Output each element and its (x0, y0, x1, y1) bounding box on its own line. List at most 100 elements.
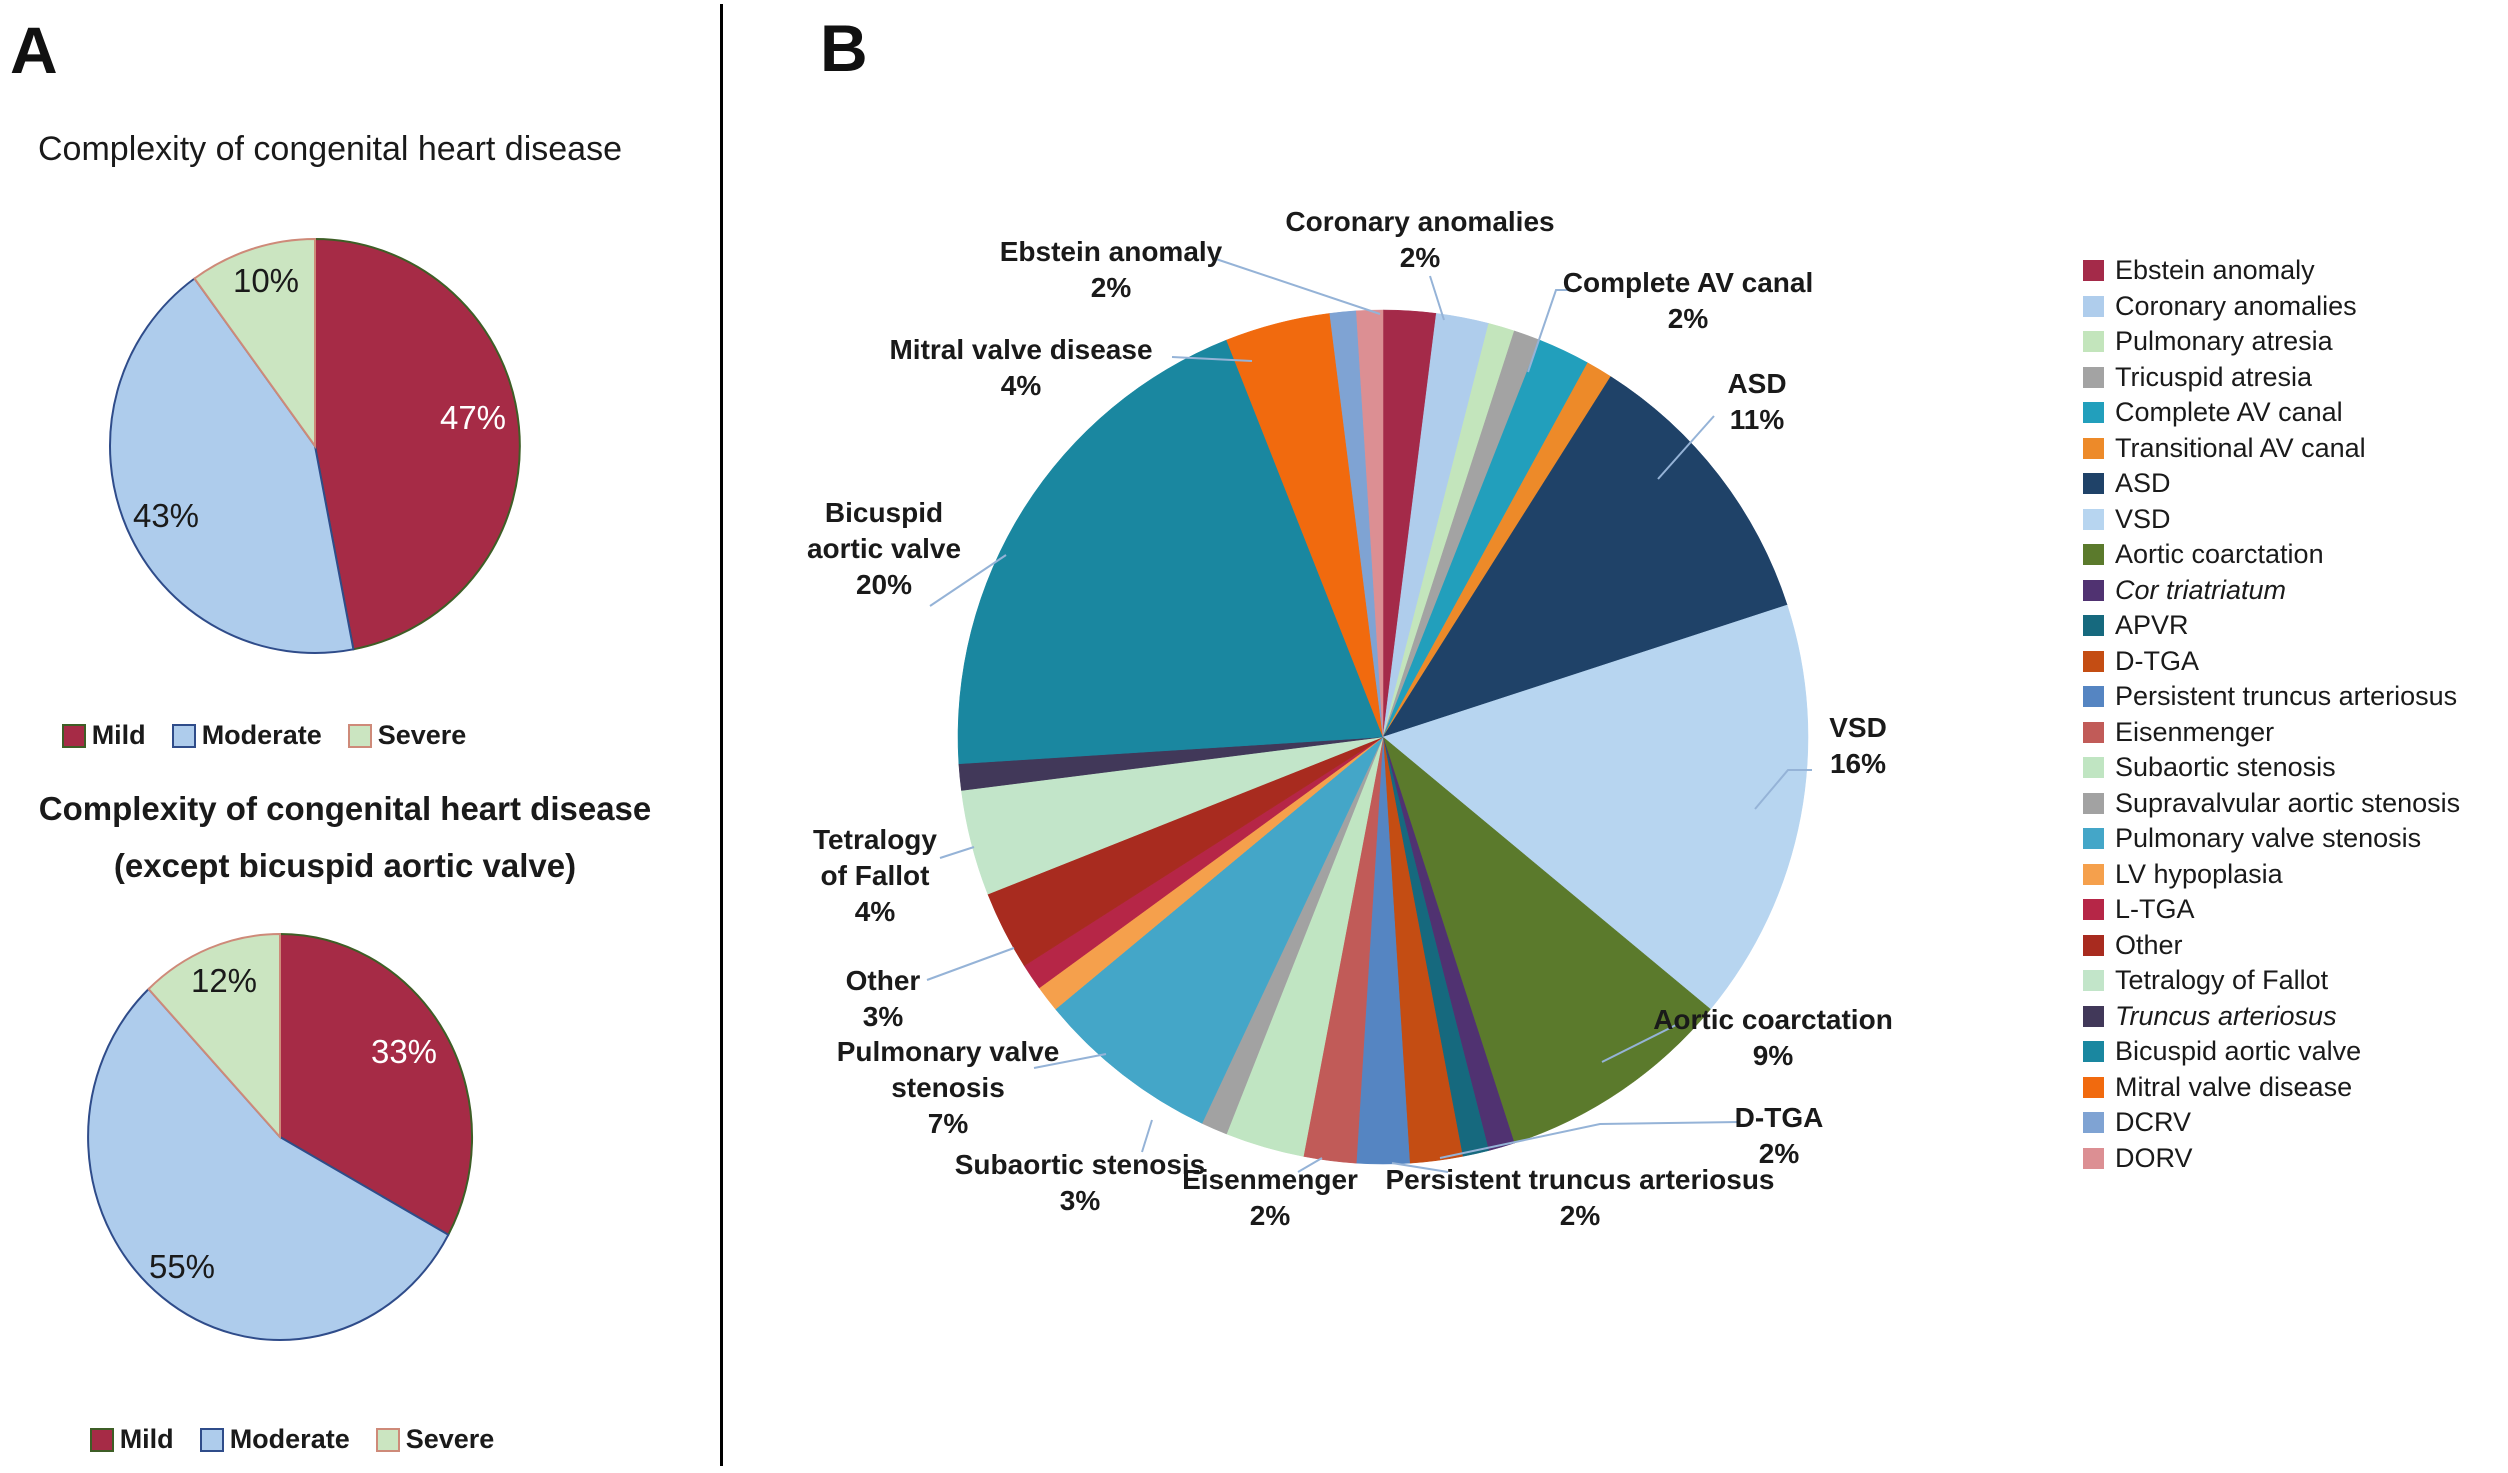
legend-item-asd: ASD (2083, 468, 2171, 499)
legend-swatch (89, 1427, 114, 1452)
legend-item-moderate: Moderate (171, 720, 322, 751)
legend-item-subaortic-stenosis: Subaortic stenosis (2083, 752, 2336, 783)
pie-percent-label: 47% (439, 399, 507, 436)
legend-swatch (2083, 757, 2104, 778)
legend-label: APVR (2115, 610, 2189, 640)
slice-label-coronary-anomalies: Coronary anomalies 2% (1285, 204, 1554, 276)
legend-swatch (2083, 650, 2104, 672)
legend-label: Coronary anomalies (2115, 290, 2357, 321)
legend-swatch (2083, 579, 2104, 601)
legend-swatch (2083, 366, 2104, 388)
legend-label: Pulmonary atresia (2115, 326, 2333, 356)
legend-label: Persistent truncus arteriosus (2115, 681, 2458, 711)
pie-slice-moderate (109, 277, 355, 654)
leader-line-other (926, 947, 1015, 981)
legend-item-severe: Severe (347, 720, 467, 751)
legend-swatch (2083, 295, 2104, 317)
legend-swatch (2083, 508, 2104, 530)
legend-item-ebstein-anomaly: Ebstein anomaly (2083, 255, 2315, 286)
slice-label-line: Other (845, 965, 921, 996)
legend-label: Supravalvular aortic stenosis (2115, 787, 2461, 818)
legend-item-bicuspid-aortic-valve: Bicuspid aortic valve (2083, 1036, 2361, 1067)
legend-item-apvr: APVR (2083, 610, 2189, 641)
legend-label: Pulmonary valve stenosis (2115, 823, 2422, 853)
legend-item-mild: Mild (61, 720, 146, 751)
pie-percent-label: 55% (148, 1248, 216, 1285)
slice-label-line: 2% (1399, 242, 1441, 273)
legend-swatch (2083, 1005, 2104, 1027)
legend-swatch (2083, 863, 2104, 885)
legend-item-dcrv: DCRV (2083, 1107, 2191, 1138)
legend-swatch (2083, 970, 2104, 991)
legend-label: Eisenmenger (2115, 716, 2275, 747)
legend-label: L-TGA (2115, 894, 2195, 924)
slice-label-line: D-TGA (1734, 1102, 1824, 1133)
slice-label-line: Bicuspid (824, 497, 944, 528)
legend-swatch (2083, 1076, 2104, 1098)
slice-label-line: Mitral valve disease (889, 334, 1153, 365)
slice-label-line: 7% (927, 1108, 969, 1139)
slice-label-line: Persistent truncus arteriosus (1385, 1164, 1775, 1195)
slice-label-line: aortic valve (806, 533, 962, 564)
legend-item-tricuspid-atresia: Tricuspid atresia (2083, 362, 2312, 393)
panel-divider (720, 4, 723, 1466)
slice-label-line: 2% (1090, 272, 1132, 303)
legend-swatch (199, 1427, 224, 1452)
legend-swatch (2083, 1041, 2104, 1062)
pie-slice-vsd (1382, 604, 1809, 1010)
pie-slice-mild (314, 237, 521, 651)
legend-swatch (2083, 260, 2104, 281)
legend-label: Moderate (229, 1424, 350, 1454)
legend-label: DORV (2115, 1142, 2193, 1173)
legend-item-d-tga: D-TGA (2083, 646, 2199, 677)
pie-slice-severe (147, 932, 281, 1140)
leader-line-bicuspid-aortic-valve (929, 554, 1007, 607)
legend-swatch (2083, 721, 2104, 743)
pie-percent-label: 12% (190, 962, 258, 999)
legend-label: Severe (405, 1424, 495, 1454)
pie-percent-label: 33% (370, 1033, 438, 1070)
legend-label: Bicuspid aortic valve (2115, 1036, 2362, 1066)
legend-label: Severe (377, 720, 467, 750)
pie-percent-label: 10% (232, 262, 300, 299)
legend-item-truncus-arteriosus: Truncus arteriosus (2083, 1001, 2337, 1032)
pie2-title-line2: (except bicuspid aortic valve) (113, 847, 577, 884)
legend-label: Ebstein anomaly (2115, 255, 2315, 285)
legend-item-mitral-valve-disease: Mitral valve disease (2083, 1072, 2352, 1103)
slice-label-line: Coronary anomalies (1285, 206, 1555, 237)
legend-item-lv-hypoplasia: LV hypoplasia (2083, 859, 2283, 890)
legend-swatch (2083, 1112, 2104, 1133)
leader-line-asd (1657, 415, 1715, 480)
leader-line-complete-av-canal (1527, 289, 1576, 373)
legend-label: Cor triatriatum (2115, 574, 2287, 605)
slice-label-line: VSD (1829, 712, 1887, 743)
slice-label-line: Pulmonary valve (836, 1036, 1060, 1067)
leader-line-ebstein-anomaly (1212, 257, 1381, 315)
legend-item-complete-av-canal: Complete AV canal (2083, 397, 2343, 428)
slice-label-line: 9% (1752, 1040, 1794, 1071)
legend-swatch (2083, 899, 2104, 920)
legend-swatch (61, 723, 86, 748)
legend-label: Moderate (201, 720, 322, 750)
leader-line-tetralogy-of-fallot (939, 846, 975, 859)
pie-slice-bicuspid-aortic-valve (957, 339, 1384, 765)
legend-label: LV hypoplasia (2115, 858, 2283, 889)
legend-swatch (2083, 1147, 2104, 1169)
legend-item-eisenmenger: Eisenmenger (2083, 717, 2274, 748)
pie-slice-mild (279, 932, 474, 1237)
legend-swatch (375, 1427, 400, 1452)
legend-label: Subaortic stenosis (2115, 752, 2336, 782)
legend-swatch (2083, 792, 2104, 814)
legend-swatch (171, 723, 196, 748)
slice-label-line: 3% (1059, 1185, 1101, 1216)
slice-label-line: Eisenmenger (1182, 1164, 1358, 1195)
leader-line-mitral-valve-disease (1171, 356, 1253, 362)
